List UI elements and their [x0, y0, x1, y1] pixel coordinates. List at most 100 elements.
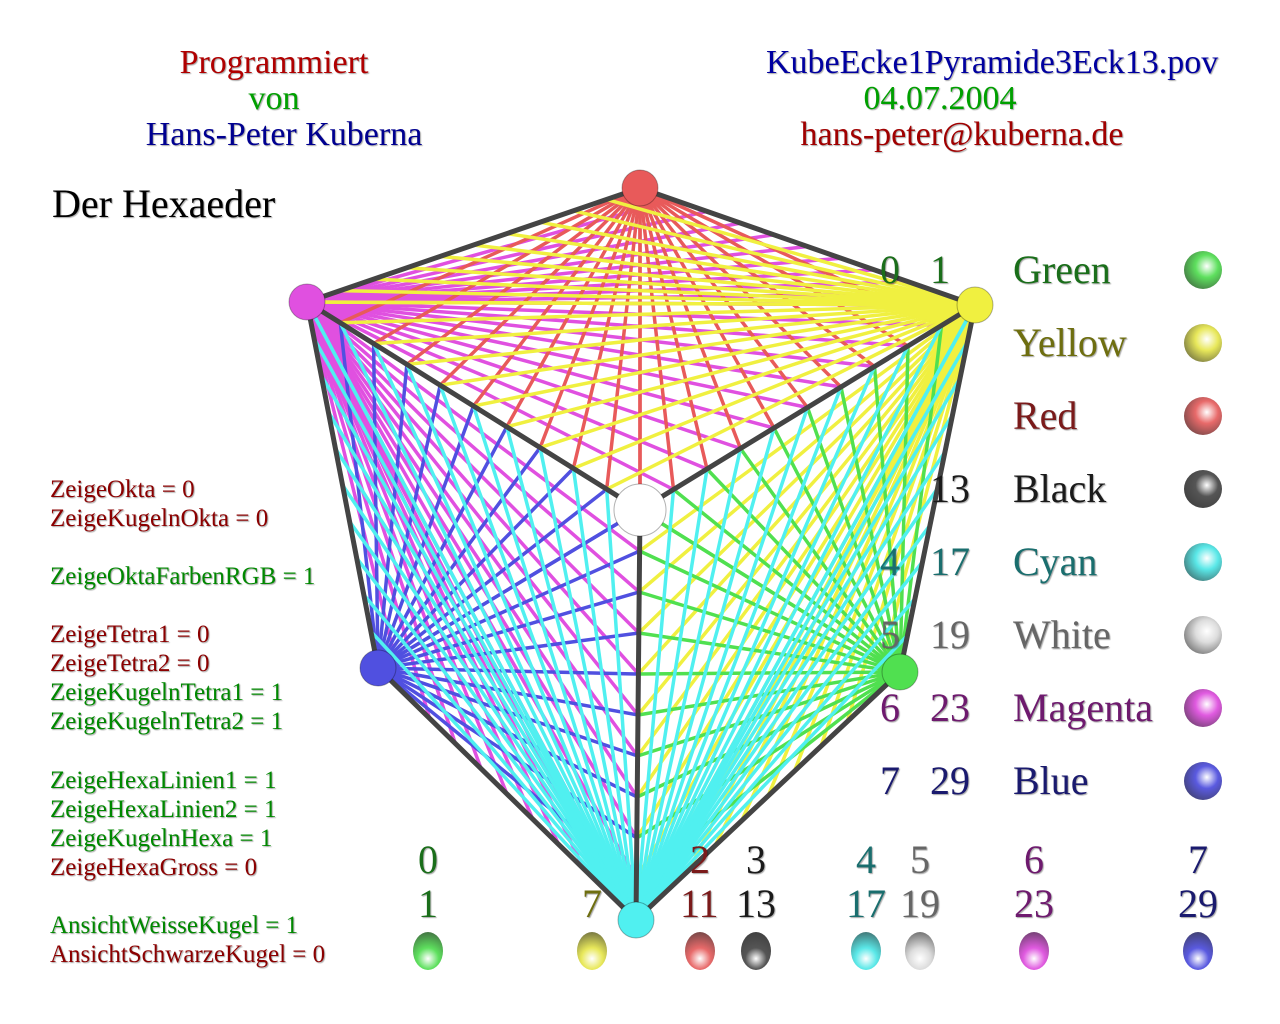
edge-line: [371, 341, 380, 670]
edge-line: [634, 323, 944, 922]
cube-edge: [637, 302, 978, 513]
edge-line: [634, 344, 910, 922]
edge-line: [505, 186, 642, 429]
edge-line: [538, 303, 977, 450]
edge-line: [376, 666, 640, 758]
header-filename: KubeEcke1Pyramide3Eck13.pov: [766, 44, 1219, 81]
edge-line: [637, 303, 977, 553]
sphere-icon: [1183, 932, 1213, 970]
edge-line: [405, 303, 977, 367]
edge-line: [638, 186, 843, 389]
edge-line: [354, 556, 638, 922]
page-title: Der Hexaeder: [52, 181, 276, 226]
edge-line: [338, 303, 977, 325]
edge-line: [634, 364, 877, 922]
edge-line: [637, 590, 902, 674]
legend-index: 0: [880, 247, 900, 292]
legend-color-name: Magenta: [1013, 685, 1153, 730]
sphere-icon: [413, 932, 443, 970]
cube-edge: [304, 299, 381, 671]
bottom-index: 2: [690, 837, 710, 882]
vertex-sphere: [288, 283, 326, 321]
edge-line: [898, 344, 910, 674]
edge-line: [604, 303, 977, 491]
sphere-icon: [1184, 324, 1222, 362]
sphere-icon: [1184, 762, 1222, 800]
edge-line: [604, 186, 642, 491]
edge-line: [405, 266, 977, 307]
vertex-sphere: [956, 286, 994, 324]
edge-line: [538, 220, 977, 307]
edge-line: [634, 385, 843, 922]
edge-line: [634, 486, 940, 922]
sphere-icon: [1184, 689, 1222, 727]
header-von: von: [248, 80, 300, 117]
legend-prime: 19: [930, 612, 970, 657]
vertex-sphere: [359, 649, 397, 687]
edge-line: [635, 303, 977, 758]
edge-line: [471, 243, 977, 307]
edge-line: [369, 629, 638, 922]
sphere-icon: [905, 932, 935, 970]
parameter-line: ZeigeHexaLinien1 = 1: [50, 767, 277, 794]
parameter-line: ZeigeOktaFarbenRGB = 1: [50, 563, 316, 590]
edge-line: [634, 633, 910, 922]
edge-line: [505, 303, 977, 429]
bottom-prime: 29: [1178, 881, 1218, 926]
bottom-prime: 11: [680, 881, 719, 926]
edge-line: [898, 323, 944, 674]
vertex-sphere: [881, 653, 919, 691]
sphere-icon: [1019, 932, 1049, 970]
edge-line: [305, 300, 843, 389]
edge-line: [305, 300, 743, 451]
legend-color-name: Yellow: [1013, 320, 1127, 365]
legend-prime: 1: [930, 247, 950, 292]
legend-color-name: Black: [1013, 466, 1107, 511]
parameter-line: ZeigeKugelnOkta = 0: [50, 505, 269, 532]
edge-line: [538, 186, 642, 450]
edge-line: [634, 376, 962, 922]
sphere-icon: [741, 932, 771, 970]
vertex-sphere: [613, 483, 667, 537]
edge-line: [634, 487, 676, 922]
edge-line: [571, 303, 977, 471]
edge-line: [635, 670, 902, 758]
bottom-prime: 17: [846, 881, 886, 926]
edge-line: [405, 362, 638, 922]
legend-color-name: Blue: [1013, 758, 1089, 803]
edge-line: [634, 446, 743, 922]
edge-line: [338, 321, 638, 922]
bottom-prime: 19: [900, 881, 940, 926]
edge-line: [604, 487, 638, 922]
bottom-index: 7: [1188, 837, 1208, 882]
vertex-sphere: [621, 169, 659, 207]
legend-color-name: White: [1013, 612, 1111, 657]
legend-prime: 23: [930, 685, 970, 730]
bottom-prime: 1: [418, 881, 438, 926]
edge-line: [371, 186, 642, 346]
cube-edge: [375, 665, 639, 923]
edge-line: [634, 596, 917, 922]
edge-line: [471, 303, 977, 408]
edge-line: [371, 303, 977, 346]
parameter-line: ZeigeKugelnTetra1 = 1: [50, 679, 284, 706]
edge-line: [376, 445, 542, 670]
legend-index: 6: [880, 685, 900, 730]
bottom-prime: 7: [582, 881, 602, 926]
edge-line: [634, 339, 970, 922]
legend-index: 7: [880, 758, 900, 803]
edge-line: [635, 670, 902, 799]
edge-line: [376, 666, 641, 676]
edge-line: [319, 373, 638, 922]
bottom-index: 6: [1024, 837, 1044, 882]
sphere-icon: [1184, 470, 1222, 508]
edge-line: [333, 446, 638, 922]
legend-index: 4: [880, 539, 900, 584]
edge-line: [305, 300, 676, 492]
edge-line: [538, 445, 638, 922]
sphere-icon: [1184, 616, 1222, 654]
parameter-line: AnsichtWeisseKugel = 1: [50, 912, 299, 939]
bottom-index: 5: [910, 837, 930, 882]
